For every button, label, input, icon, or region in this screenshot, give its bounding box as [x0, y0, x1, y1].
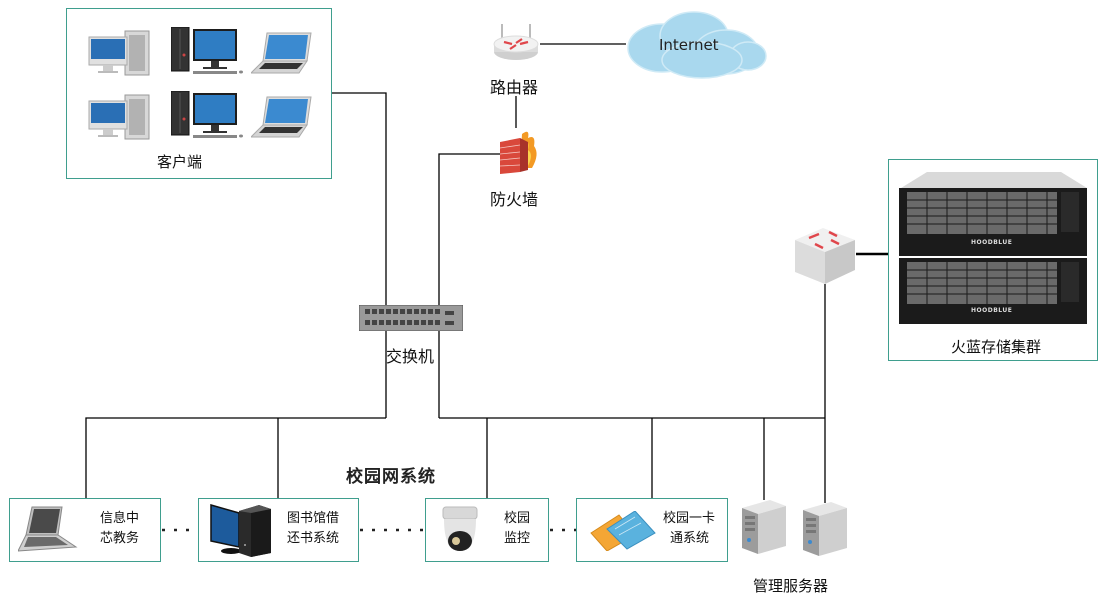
- router-icon: [493, 24, 539, 60]
- wire-left-bus: [85, 417, 386, 498]
- subsystem-surveillance: 校园 监控: [425, 498, 549, 562]
- surveillance-label-line2: 监控: [504, 531, 531, 546]
- storage-array-icon: [899, 172, 1087, 324]
- firewall-icon: [499, 131, 537, 174]
- server-icon: [803, 502, 847, 556]
- internet-label: Internet: [659, 36, 719, 54]
- core-switch-icon: [359, 305, 463, 331]
- cards-icon: [590, 511, 656, 551]
- desktop-computer-icon: [171, 27, 243, 74]
- library-label-line1: 图书馆借: [287, 511, 340, 526]
- campus-card-label-line2: 通系统: [670, 531, 710, 546]
- wire-clients-switch: [332, 92, 387, 305]
- dome-camera-icon: [442, 506, 478, 551]
- subsystem-academic: 信息中 芯教务: [9, 498, 161, 562]
- wire-firewall-switch: [438, 153, 500, 305]
- storage-brand-2: HOODBLUE: [971, 307, 1013, 314]
- diagram-title: 校园网系统: [346, 467, 436, 487]
- surveillance-label-line1: 校园: [504, 511, 531, 526]
- management-servers-label: 管理服务器: [753, 577, 829, 595]
- storage-cluster-label: 火蓝存储集群: [951, 338, 1042, 356]
- academic-label-line1: 信息中: [100, 511, 140, 526]
- academic-label-line2: 芯教务: [100, 531, 140, 546]
- subsystem-campus-card: 校园一卡 通系统: [576, 498, 728, 562]
- router-label: 路由器: [490, 78, 539, 97]
- laptop-icon: [251, 96, 312, 138]
- desktop-computer-icon: [171, 91, 243, 138]
- storage-cluster-group: HOODBLUE HOODBLUE 火蓝存储集群: [888, 159, 1098, 361]
- server-icon: [742, 500, 786, 554]
- library-label-line2: 还书系统: [287, 531, 340, 546]
- laptop-icon: [251, 32, 312, 74]
- imac-tower-icon: [88, 94, 150, 140]
- core-switch-label: 交换机: [386, 347, 435, 366]
- imac-tower-icon: [88, 30, 150, 76]
- firewall-label: 防火墙: [490, 190, 539, 209]
- campus-card-label-line1: 校园一卡: [663, 511, 716, 526]
- desktop-computer-icon: [210, 504, 271, 557]
- internet-cloud-icon: [627, 11, 767, 79]
- clients-label: 客户端: [157, 153, 203, 171]
- storage-brand-1: HOODBLUE: [971, 239, 1013, 246]
- clients-group: 客户端: [66, 8, 332, 179]
- storage-switch-icon: [795, 228, 855, 284]
- laptop-icon: [18, 506, 78, 552]
- subsystem-library: 图书馆借 还书系统: [198, 498, 359, 562]
